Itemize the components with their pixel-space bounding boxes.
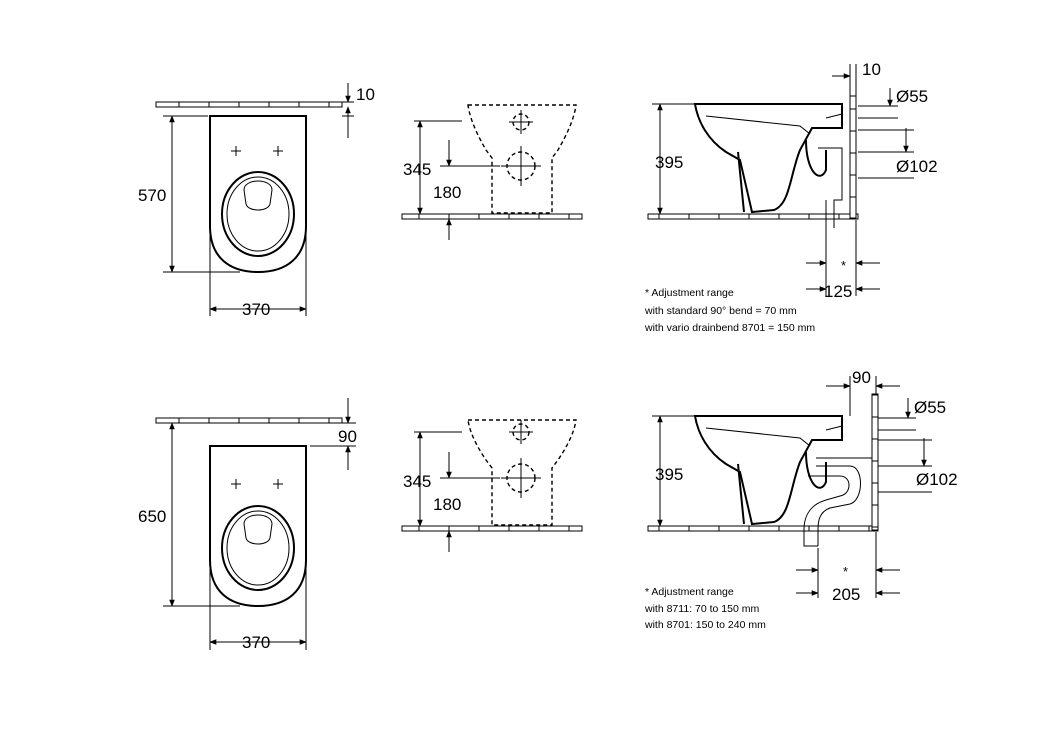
note-line-2-2: with 8711: 70 to 150 mm [644, 603, 759, 615]
floor-front-2 [401, 525, 583, 532]
front-view-2: 345 180 [401, 419, 583, 552]
bowl-outline-1 [209, 115, 307, 274]
outlet-label-2: 205 [832, 585, 860, 604]
bowl-outline-2 [209, 445, 307, 608]
adjust-mark-2: * [843, 564, 848, 579]
height-upper-label-1: 345 [403, 160, 431, 179]
wall-gap-label-2: 90 [338, 427, 357, 446]
front-view-1: 345 180 [401, 104, 583, 240]
width-label-1: 370 [242, 300, 270, 319]
width-label-2: 370 [242, 633, 270, 652]
floor-side-2 [647, 525, 879, 532]
top-view-2: 650 370 90 [138, 398, 357, 652]
length-label-1: 570 [138, 186, 166, 205]
wall-gap-label-side-1: 10 [862, 60, 881, 79]
pan-outline-front-2 [467, 419, 577, 526]
adjust-mark-1: * [841, 258, 846, 273]
wall-side-2 [871, 393, 879, 531]
wall-gap-label-1: 10 [356, 85, 375, 104]
wall-1 [155, 101, 343, 108]
note-line-1-1: * Adjustment range [645, 287, 734, 299]
pan-outline-side-1 [693, 103, 843, 214]
trap-2 [805, 451, 827, 489]
wall-side-1 [849, 95, 857, 219]
wall-2 [155, 417, 343, 424]
flush-opening-2 [243, 514, 273, 545]
fixing-point-right-1 [273, 146, 283, 156]
length-label-2: 650 [138, 507, 166, 526]
side-view-1: 395 10 Ø55 Ø102 * 125 * Adjustment range… [644, 60, 938, 334]
note-line-1-2: with standard 90° bend = 70 mm [644, 305, 797, 317]
height-lower-label-2: 180 [433, 495, 461, 514]
note-line-2-1: * Adjustment range [645, 586, 734, 598]
drainbend-2 [803, 457, 872, 547]
side-view-2: 395 90 Ø55 Ø102 * 205 * Adjustment range… [644, 368, 958, 631]
fixing-point-right-2 [273, 479, 283, 489]
seat-ring-1 [221, 171, 295, 257]
top-view-1: 570 370 10 [138, 83, 375, 319]
height-upper-label-2: 345 [403, 472, 431, 491]
outlet-pipe-1 [818, 147, 843, 228]
floor-front-1 [401, 213, 583, 220]
note-line-2-3: with 8701: 150 to 240 mm [644, 619, 766, 631]
diam-large-label-2: Ø102 [916, 470, 958, 489]
note-line-1-3: with vario drainbend 8701 = 150 mm [644, 322, 815, 334]
trap-1 [805, 139, 827, 177]
height-lower-label-1: 180 [433, 183, 461, 202]
diam-small-label-2: Ø55 [914, 398, 946, 417]
diam-small-label-1: Ø55 [896, 87, 928, 106]
fixing-point-left-1 [231, 146, 241, 156]
outlet-label-1: 125 [824, 282, 852, 301]
flush-opening-1 [243, 180, 273, 211]
pan-outline-side-2 [693, 415, 843, 526]
seat-ring-2 [221, 505, 295, 591]
floor-side-1 [647, 213, 859, 220]
pan-outline-front-1 [467, 104, 577, 214]
height-label-side-2: 395 [655, 465, 683, 484]
diam-large-label-1: Ø102 [896, 157, 938, 176]
height-label-side-1: 395 [655, 153, 683, 172]
wall-gap-label-side-2: 90 [852, 368, 871, 387]
fixing-point-left-2 [231, 479, 241, 489]
